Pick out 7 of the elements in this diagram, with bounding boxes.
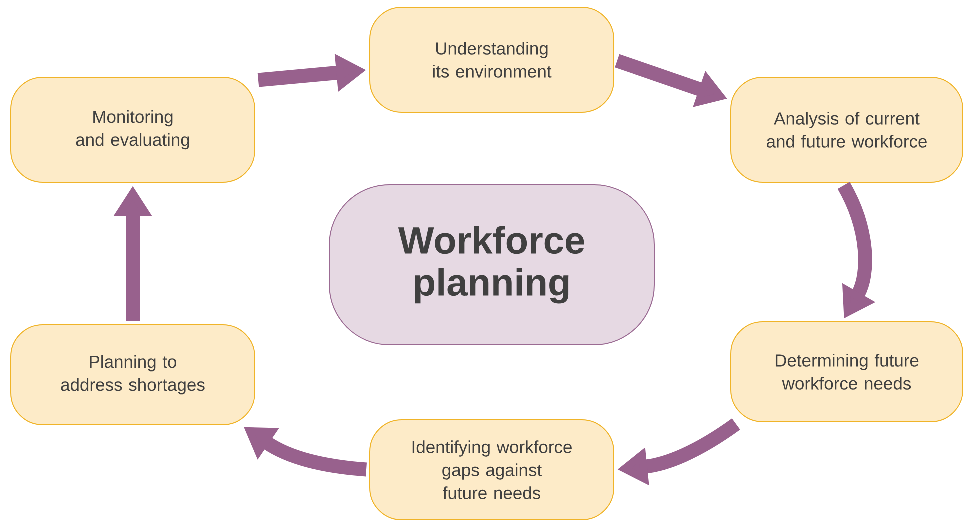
step-box: Monitoring and evaluating bbox=[10, 77, 256, 183]
step-box: Determining future workforce needs bbox=[730, 322, 963, 422]
step-box: Analysis of current and future workforce bbox=[730, 77, 963, 183]
step-box: Understanding its environment bbox=[370, 7, 614, 113]
center-box: Workforce planning bbox=[329, 184, 655, 346]
step-box: Identifying workforce gaps against future needs bbox=[370, 420, 614, 520]
step-box: Planning to address shortages bbox=[10, 324, 256, 426]
